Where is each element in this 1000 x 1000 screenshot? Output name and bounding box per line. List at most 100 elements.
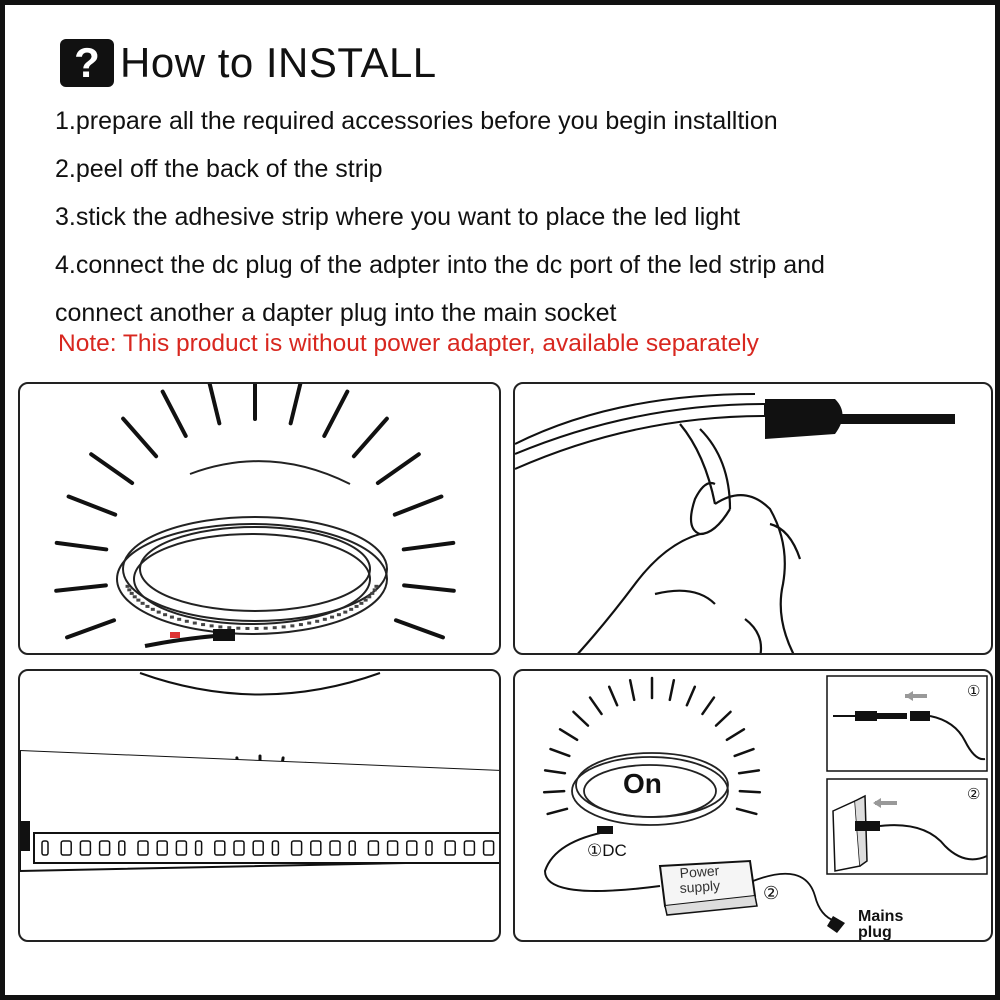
led-chip [367, 595, 372, 599]
panel-stick-strip [18, 669, 501, 942]
led-chip [41, 840, 49, 856]
glow-ray [207, 384, 222, 426]
led-chip [444, 840, 456, 856]
led-chip [98, 840, 111, 856]
panel-peel-backing [513, 382, 993, 655]
power-supply-label-line1: Power [679, 862, 720, 881]
glow-ray [543, 769, 567, 775]
dc-plug [765, 399, 955, 439]
led-chip [281, 625, 286, 629]
led-chip [290, 624, 295, 628]
led-chip [363, 598, 368, 602]
led-chip [129, 591, 134, 595]
on-label: On [623, 768, 662, 799]
led-chip [349, 607, 354, 611]
led-chip [156, 610, 161, 614]
glow-ray [65, 618, 117, 640]
led-chip [192, 621, 197, 625]
led-chip [163, 613, 168, 617]
led-chip [482, 840, 495, 856]
question-mark-icon: ? [60, 39, 114, 87]
led-chip [201, 623, 206, 627]
glow-ray [402, 583, 456, 593]
led-chip [218, 625, 223, 629]
led-chip [132, 595, 137, 599]
led-chip [343, 610, 348, 614]
glow-ray [288, 384, 303, 426]
hand-peeling [577, 423, 802, 653]
led-chip [150, 607, 155, 611]
glow-ray [351, 416, 389, 459]
led-chip [145, 604, 150, 608]
glow-ray [558, 728, 579, 742]
glow-rays [542, 676, 762, 816]
step-1: 1.prepare all the required accessories b… [55, 107, 778, 135]
led-chip [236, 626, 241, 630]
led-chip [372, 588, 377, 592]
led-chip [125, 584, 130, 588]
mounted-led-strip [20, 750, 499, 873]
mains-cable [752, 872, 845, 933]
inset-1-marker: ① [967, 683, 980, 700]
glow-ray [607, 685, 619, 707]
dc-cable [543, 826, 661, 892]
led-chip [329, 840, 341, 856]
glow-ray [542, 789, 566, 794]
mains-label-line1: Mains [858, 908, 903, 925]
led-chip [271, 840, 280, 856]
led-chip [118, 840, 126, 856]
led-chip [263, 626, 268, 630]
led-chip [245, 626, 250, 630]
glow-ray [701, 696, 716, 716]
led-chip [272, 626, 277, 630]
led-chip [322, 617, 327, 621]
glow-ray [685, 685, 697, 707]
led-chip [374, 584, 379, 588]
led-chip [354, 604, 359, 608]
glow-ray [738, 789, 762, 794]
led-chip [425, 840, 433, 856]
led-chip [315, 619, 320, 623]
glow-ray [89, 452, 135, 485]
led-chip [370, 591, 375, 595]
glow-ray [393, 618, 445, 640]
led-chip [60, 840, 72, 856]
inset-2-marker: ② [967, 786, 980, 803]
glow-ray [322, 389, 350, 438]
wiring-illustration: On ①DC Power supply ② Mains plug [542, 675, 988, 940]
glow-ray [733, 747, 755, 758]
led-chip [252, 840, 264, 856]
panel-wiring-diagram: On ①DC Power supply ② Mains plug [513, 669, 993, 942]
led-chip [307, 621, 312, 625]
led-chip [177, 617, 182, 621]
inset-dc-connection [826, 675, 988, 772]
led-chip [227, 626, 232, 630]
led-chip [169, 615, 174, 619]
surface-edge [139, 672, 381, 696]
led-chip [254, 626, 259, 630]
led-chip [184, 619, 189, 623]
led-chip [298, 623, 303, 627]
title-row: ? How to INSTALL [60, 39, 437, 87]
power-supply [658, 859, 758, 916]
glow-ray [160, 389, 188, 438]
led-chip [175, 840, 188, 856]
glow-ray [392, 494, 444, 517]
led-chip [406, 840, 418, 856]
led-chip [463, 840, 476, 856]
led-chip [336, 613, 341, 617]
led-chip [330, 615, 335, 619]
page-title: How to INSTALL [120, 39, 437, 86]
led-chip [209, 624, 214, 628]
power-adapter-note: Note: This product is without power adap… [58, 330, 759, 357]
led-chip [137, 840, 149, 856]
glow-ray [628, 678, 636, 702]
led-chip [156, 840, 168, 856]
glow-ray [668, 678, 676, 702]
inset-mains-socket [826, 778, 988, 875]
strip-connector-cable [144, 629, 235, 648]
strip-leds [41, 840, 495, 856]
led-chip [233, 840, 245, 856]
glow-ray [66, 494, 118, 517]
install-steps: 1.prepare all the required accessories b… [55, 97, 975, 337]
